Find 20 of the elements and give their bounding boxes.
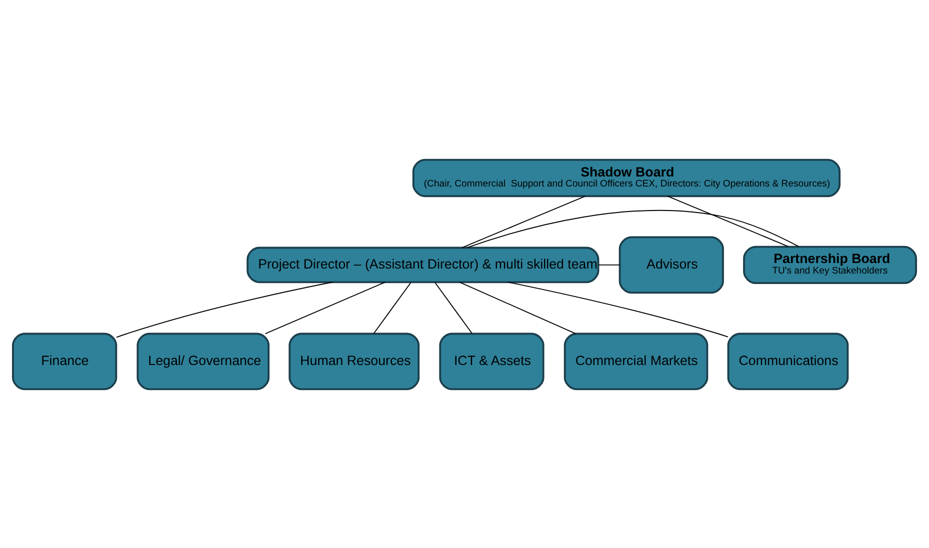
node-box: ICT & Assets xyxy=(439,332,544,390)
connector xyxy=(434,281,473,334)
connector xyxy=(598,264,620,265)
connector xyxy=(116,281,334,338)
connector xyxy=(462,195,586,248)
node-box: Shadow Board (Chair, Commercial Support and Council Officers CEX, Directors: City Operations & Resources) xyxy=(412,158,841,197)
node-box: Human Resources xyxy=(288,332,420,390)
node-box: Advisors xyxy=(618,236,724,294)
node-box: Project Director – (Assistant Director) & multi skilled team xyxy=(246,246,600,283)
connector xyxy=(459,281,576,334)
node-box: Communications xyxy=(727,332,849,390)
connector xyxy=(373,281,412,334)
node-box: Commercial Markets xyxy=(564,332,708,390)
connector xyxy=(264,281,386,334)
connector xyxy=(667,195,790,247)
connector xyxy=(508,281,729,337)
node-box: Finance xyxy=(12,332,118,390)
connector xyxy=(466,209,800,248)
node-box: Legal/ Governance xyxy=(136,332,270,390)
node-box: Partnership Board TU's and Key Stakeholders xyxy=(743,245,917,284)
